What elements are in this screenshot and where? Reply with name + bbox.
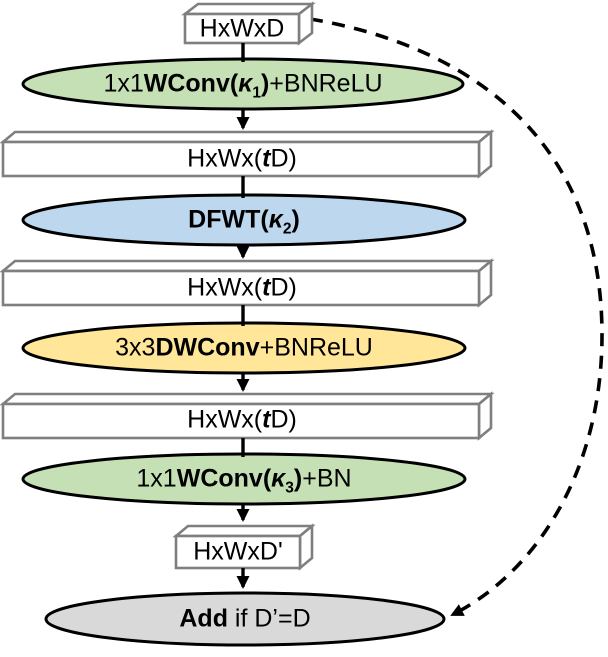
dwconv-label: 3x3DWConv+BNReLU bbox=[115, 333, 373, 362]
input-tensor-box-front-face bbox=[183, 12, 301, 45]
output-tensor-box-top-face bbox=[172, 524, 316, 538]
output-tensor-box bbox=[172, 523, 316, 571]
tensor3-label: HxWx(tD) bbox=[187, 405, 297, 434]
input-tensor-box-top-face bbox=[181, 2, 316, 16]
project-conv-label: 1x1WConv(κ3)+BN bbox=[136, 464, 352, 497]
tensor-bar-2 bbox=[0, 258, 495, 308]
add-ellipse bbox=[44, 591, 446, 647]
output-tensor-box-front-face bbox=[174, 534, 302, 570]
input-tensor-box bbox=[181, 1, 316, 46]
output-tensor-label: HxWxD' bbox=[193, 537, 283, 566]
tensor-bar-3-top-face bbox=[0, 392, 495, 406]
residual-skip-arrow bbox=[309, 17, 604, 617]
tensor-bar-2-front-face bbox=[1, 269, 481, 307]
tensor-bar-3 bbox=[0, 391, 495, 441]
add-label: Add if D’=D bbox=[179, 604, 311, 633]
tensor2-label: HxWx(tD) bbox=[187, 273, 297, 302]
tensor-bar-1-front-face bbox=[1, 140, 481, 178]
input-tensor-label: HxWxD bbox=[199, 14, 285, 43]
tensor-bar-1 bbox=[0, 129, 495, 179]
tensor1-label: HxWx(tD) bbox=[187, 144, 297, 173]
expand-conv-label: 1x1WConv(κ1)+BNReLU bbox=[103, 69, 383, 102]
tensor-bar-2-top-face bbox=[0, 259, 495, 273]
dfwt-label: DFWT(κ2) bbox=[188, 205, 300, 238]
tensor-bar-1-top-face bbox=[0, 130, 495, 144]
tensor-bar-3-front-face bbox=[1, 402, 481, 440]
